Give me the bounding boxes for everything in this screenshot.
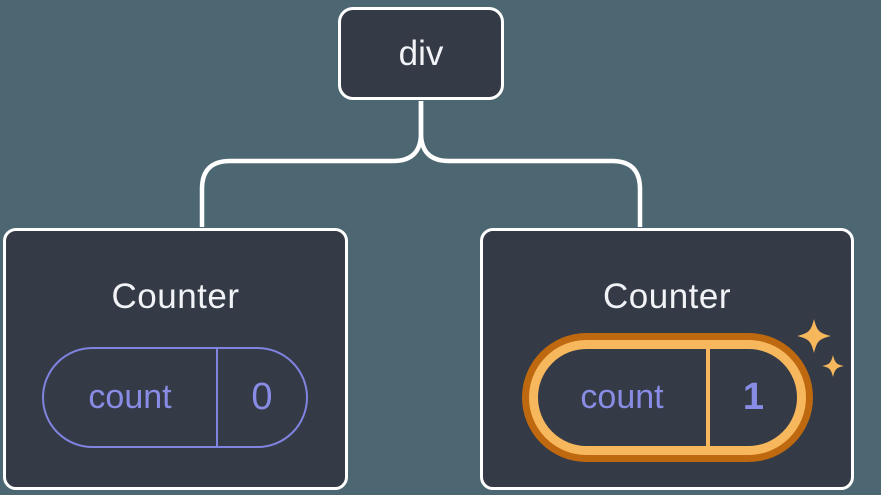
counter-title: Counter xyxy=(602,277,732,316)
state-pill: count 0 xyxy=(42,347,308,448)
state-value: 0 xyxy=(216,349,306,446)
root-node: div xyxy=(338,7,504,100)
state-key-label: count xyxy=(88,378,172,416)
state-key-label: count xyxy=(580,378,664,416)
state-highlight-ring: count 1 xyxy=(529,340,806,455)
counter-node-2: Counter count 1 xyxy=(480,228,854,490)
root-node-label: div xyxy=(398,33,444,73)
connector-right-branch xyxy=(418,101,643,227)
state-value: 1 xyxy=(706,349,797,446)
connector-left-branch xyxy=(199,101,424,227)
counter-title: Counter xyxy=(111,277,240,316)
counter-node-1: Counter count 0 xyxy=(3,228,348,490)
